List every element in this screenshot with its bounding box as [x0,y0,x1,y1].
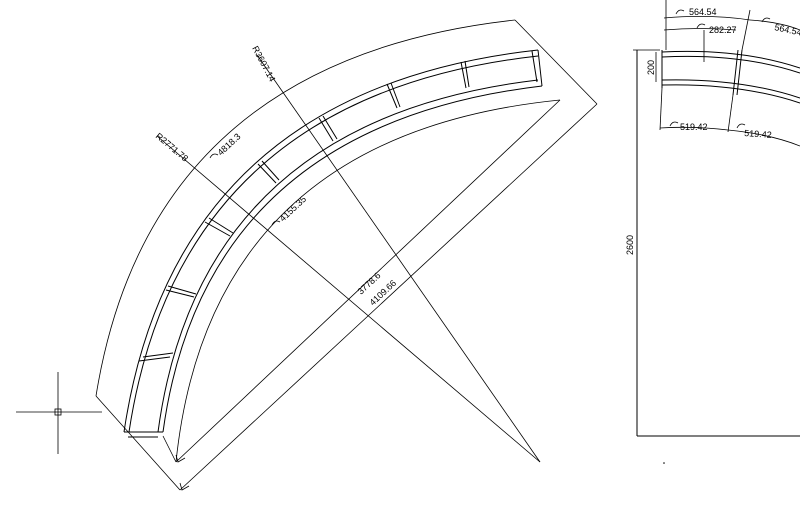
chord-extension-bottom-2 [162,435,177,463]
crosshair-cursor [16,372,102,454]
height-label: 2600 [625,235,635,255]
bottom-arc-left-label: 519.42 [680,122,708,132]
bottom-arc-dimension-left [659,126,729,131]
bottom-arc-dimension-right [727,129,800,147]
bench-top-edge [661,50,800,69]
arc-length-symbol [675,9,685,15]
bench-top-edge-2 [661,55,800,74]
bench-bottom-edge-2 [661,84,800,104]
outer-radius-label: R3607.14 [250,44,277,83]
bench-elevation-view: 2600 200 564.54 564.54 282.27 519.4 [625,0,800,464]
bottom-dim-extension-left [659,87,663,131]
segment-divider [142,352,174,358]
top-arc-left-label: 564.54 [689,7,717,17]
outer-arc-length-label: 4818.3 [216,131,243,157]
top-arc-dimension-left [663,16,751,21]
bench-end-cap-top [537,49,543,87]
arc-length-symbol [271,220,281,226]
segment-divider [138,356,171,362]
bottom-arc-right-label: 519.42 [744,128,772,140]
segment-divider [257,163,277,184]
segment-divider [460,61,467,89]
segment-joint-2 [736,49,743,96]
inner-arc-length-label: 4155.35 [278,194,309,224]
arc-length-symbol [209,153,219,159]
crosshair-pickbox [54,408,62,416]
segment-divider [204,221,231,237]
inner-radius-label: R2771.78 [154,131,190,164]
arc-length-symbol [736,123,746,129]
segment-divider [464,60,470,88]
bench-outer-edge-inner-line [128,55,539,433]
segment-divider [386,83,398,109]
chord-end-tick [179,482,190,491]
stray-point [663,462,665,464]
segment-divider [322,115,338,140]
segment-divider [390,82,401,108]
chord-extension-top [514,19,598,105]
bench-outer-edge [123,49,539,433]
bottom-dim-extension-mid [727,94,734,133]
segment-divider [261,160,280,181]
chord-dimension-outer [179,103,598,491]
inner-dimension-arc [175,99,561,463]
segment-joint [732,49,739,96]
arc-length-symbol [761,17,771,23]
top-arc-dimension-right [749,19,800,31]
radius-leader-outer [256,54,541,463]
segment-dividers [138,60,470,362]
bench-bottom-edge [661,79,800,99]
middle-arc-label: 282.27 [709,25,737,35]
outer-dimension-arc [95,19,516,397]
segment-divider [318,117,334,142]
top-dim-extension-mid [741,9,751,51]
arc-length-symbol [669,121,679,127]
top-arc-right-label: 564.54 [774,22,800,38]
bench-inner-edge [157,79,539,433]
chord-dimension-inner [175,99,561,463]
segment-divider [208,217,234,234]
thickness-label: 200 [646,60,656,75]
segment-divider [167,285,197,295]
segment-divider [165,289,195,298]
middle-arc-dimension [663,28,737,31]
chord-end-tick [175,454,186,463]
chord-extension-bottom [95,395,181,491]
arc-length-symbol [696,23,706,29]
bench-end-cap-top-2 [531,50,538,83]
bench-inner-edge-inner-line [162,85,543,433]
curved-bench-plan-view: R3607.14 R2771.78 4818.3 4155.35 3778.6 … [95,19,598,491]
